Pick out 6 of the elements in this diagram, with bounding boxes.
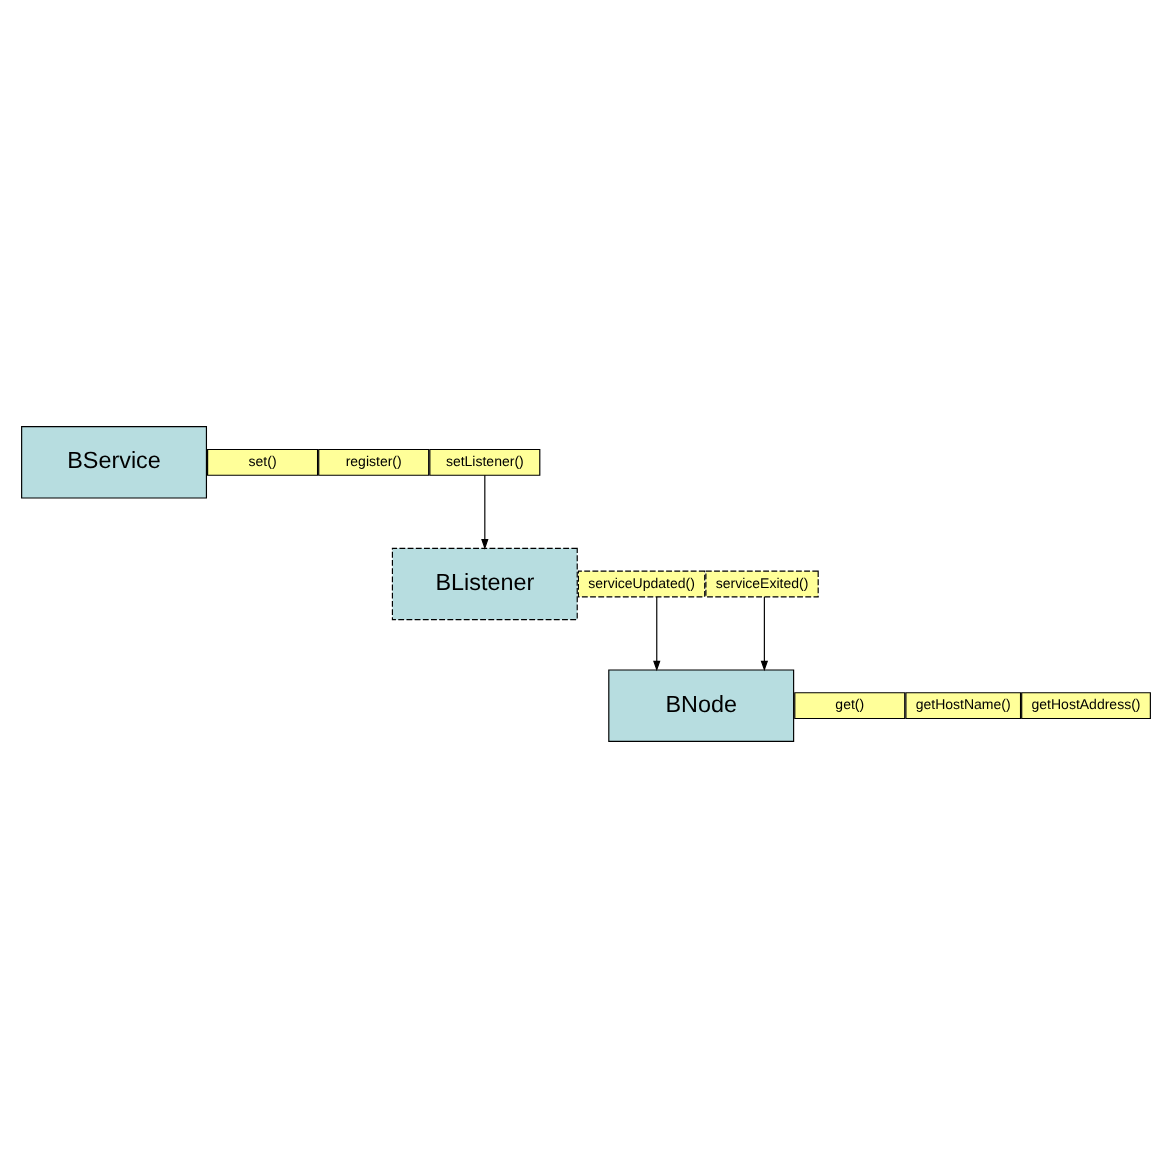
arrow: [760, 596, 769, 672]
node-box: BService: [21, 426, 208, 499]
node-box: BNode: [608, 669, 795, 742]
arrow: [653, 596, 661, 672]
arrow: [481, 474, 489, 550]
node-box: BListener: [391, 547, 578, 621]
